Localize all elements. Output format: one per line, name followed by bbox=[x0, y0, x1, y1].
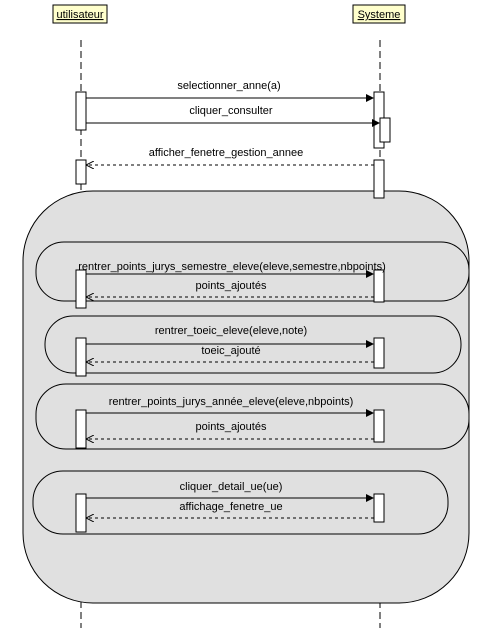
message-label-1: selectionner_anne(a) bbox=[177, 80, 280, 92]
message-label-4: rentrer_points_jurys_semestre_eleve(elev… bbox=[78, 261, 386, 273]
actor-box-system bbox=[352, 4, 406, 24]
message-label-8: rentrer_points_jurys_année_eleve(eleve,n… bbox=[109, 396, 354, 408]
option-frame-3 bbox=[35, 383, 470, 450]
message-label-6: rentrer_toeic_eleve(eleve,note) bbox=[155, 325, 307, 337]
activation-user-4 bbox=[75, 337, 87, 377]
activation-user-6 bbox=[75, 493, 87, 533]
message-label-9: points_ajoutés bbox=[196, 421, 267, 433]
actor-label-user: utilisateur bbox=[56, 9, 103, 21]
option-frame-1 bbox=[35, 241, 470, 302]
lifeline-user-header[interactable]: utilisateur bbox=[52, 4, 108, 24]
lifeline-system-header[interactable]: Systeme bbox=[352, 4, 406, 24]
activation-system-5 bbox=[373, 409, 385, 443]
message-label-5: points_ajoutés bbox=[196, 280, 267, 292]
activation-system-6 bbox=[373, 493, 385, 523]
activation-user-1 bbox=[75, 91, 87, 131]
activation-user-3 bbox=[75, 269, 87, 309]
activation-user-2 bbox=[75, 159, 87, 185]
actor-label-system: Systeme bbox=[358, 9, 401, 21]
activation-system-3 bbox=[373, 269, 385, 303]
activation-system-4 bbox=[373, 337, 385, 369]
actor-box-user bbox=[52, 4, 108, 24]
activation-system-2 bbox=[373, 159, 385, 199]
message-label-11: affichage_fenetre_ue bbox=[179, 501, 282, 513]
option-frame-4 bbox=[32, 470, 449, 535]
activation-system-nested bbox=[379, 117, 391, 143]
message-label-10: cliquer_detail_ue(ue) bbox=[180, 481, 283, 493]
message-label-3: afficher_fenetre_gestion_annee bbox=[149, 147, 304, 159]
message-label-2: cliquer_consulter bbox=[189, 105, 272, 117]
message-label-7: toeic_ajouté bbox=[201, 345, 260, 357]
activation-user-5 bbox=[75, 409, 87, 449]
